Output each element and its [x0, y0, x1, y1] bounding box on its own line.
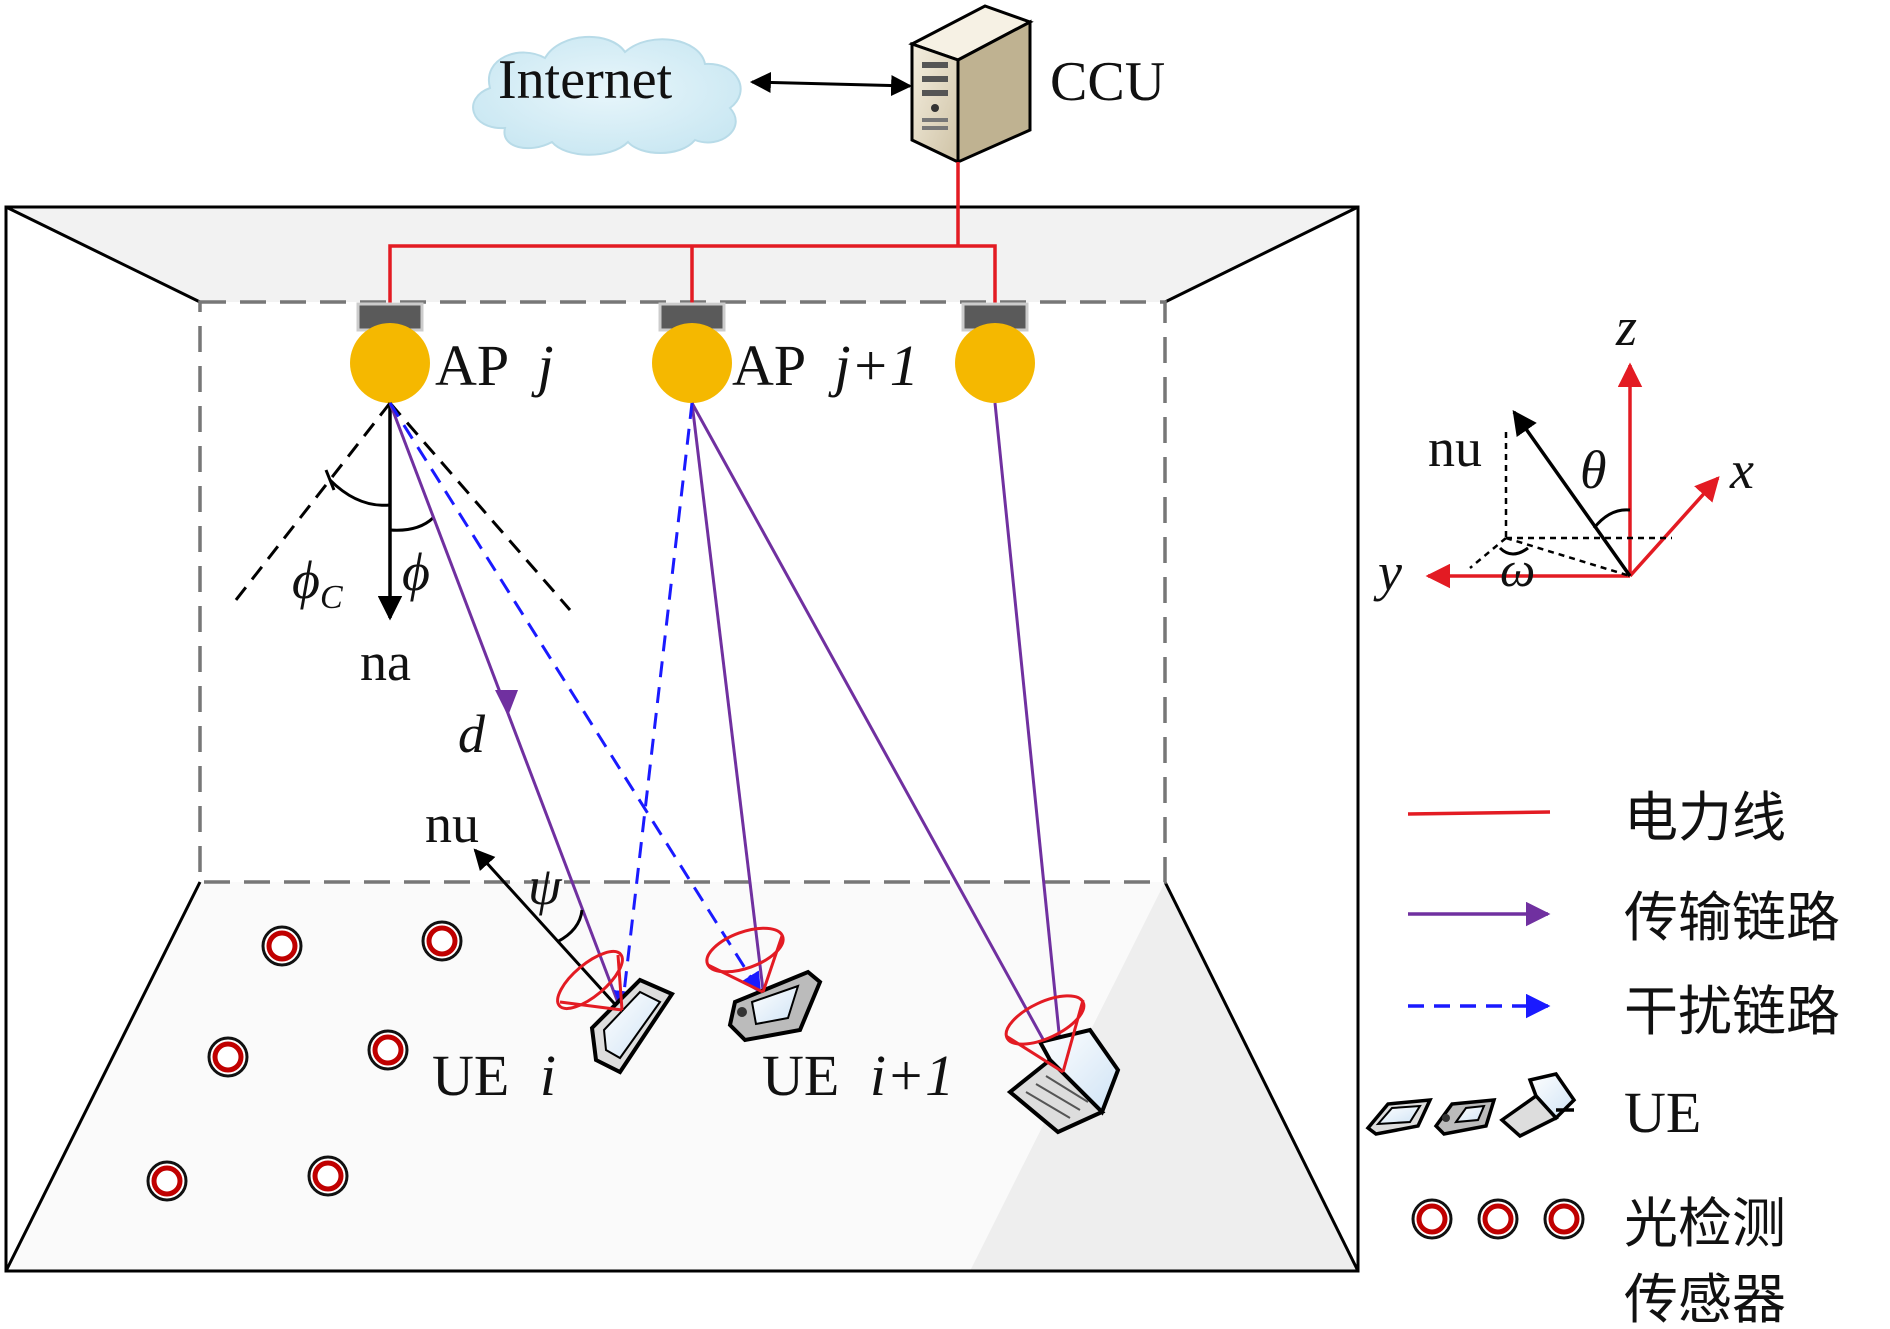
- nu-axis-label: nu: [1428, 418, 1482, 478]
- y-axis-label: y: [1373, 542, 1402, 602]
- cloud-icon: Internet: [472, 35, 742, 156]
- sensor: [307, 1155, 349, 1197]
- coordinate-system: [1425, 362, 1720, 589]
- ue-i-label-text: UE: [432, 1043, 509, 1108]
- ue-i-label-var: i: [540, 1043, 556, 1108]
- phi-c-symbol: ϕ: [292, 550, 320, 610]
- ap-j-plus-1: [652, 302, 732, 403]
- legend-sensor-line2: 传感器: [1624, 1268, 1786, 1329]
- sensor: [421, 920, 463, 962]
- interference-links: [388, 402, 762, 1013]
- legend-sensor-icons: [1411, 1198, 1585, 1240]
- phone-icon: [727, 969, 823, 1043]
- legend-interference-link: 干扰链路: [1624, 980, 1840, 1043]
- ue-i1-label-text: UE: [762, 1043, 839, 1108]
- tablet-icon: [589, 977, 675, 1075]
- ue-i1-label-var: i+1: [870, 1043, 954, 1108]
- z-axis-label: z: [1615, 297, 1637, 357]
- room-back-wall: [198, 300, 1167, 884]
- sensor: [146, 1160, 188, 1202]
- sensor: [1477, 1198, 1519, 1240]
- nu-axis-vector: [1512, 409, 1632, 578]
- ue-i1-label: UE i+1: [762, 1043, 954, 1108]
- ap-j-fov: [230, 402, 572, 621]
- legend-sensor-line1: 光检测: [1624, 1192, 1786, 1255]
- d-arrow-mark: [495, 690, 518, 716]
- ccu-label: CCU: [1050, 51, 1165, 113]
- d-label: d: [458, 704, 486, 764]
- link-apj1-ue2: [690, 402, 765, 991]
- sensor: [367, 1029, 409, 1071]
- power-lines: [388, 162, 997, 305]
- sensor: [261, 925, 303, 967]
- server-icon: [908, 4, 1034, 165]
- ap-j-plus-2: [955, 302, 1035, 403]
- ap-j: [350, 302, 430, 403]
- phi-c-label: ϕC: [292, 550, 343, 616]
- internet-label: Internet: [498, 49, 673, 111]
- na-label: na: [360, 632, 411, 692]
- floor-shadow: [970, 882, 1358, 1271]
- legend-power-line: 电力线: [1624, 786, 1786, 849]
- x-axis: [1628, 476, 1720, 578]
- sensor: [207, 1036, 249, 1078]
- link-apj2-uei1: [993, 402, 1065, 1073]
- nu-ue-label: nu: [425, 794, 479, 854]
- sensor: [1411, 1198, 1453, 1240]
- omega-label: ω: [1500, 541, 1535, 597]
- ap-j-label-text: AP: [435, 333, 507, 398]
- ue-phone: [705, 926, 823, 1043]
- internet-ccu-link: [749, 71, 913, 97]
- phone-icon: [1433, 1098, 1497, 1136]
- ap-j1-label-text: AP: [732, 333, 804, 398]
- legend-ue: UE: [1624, 1080, 1701, 1145]
- legend-ue-icons: [1365, 1072, 1577, 1139]
- ap-j1-label-var: j+1: [828, 333, 919, 398]
- laptop-icon: [1499, 1072, 1577, 1139]
- tablet-icon: [1365, 1097, 1433, 1136]
- legend: 电力线 传输链路 干扰链路 UE: [1365, 786, 1840, 1329]
- interference-apj1-uei: [613, 402, 694, 1013]
- ue-i-label: UE i: [432, 1043, 556, 1108]
- phi-c-sub: C: [320, 579, 343, 616]
- receiver-cone-uei1: [1004, 994, 1086, 1074]
- theta-label: θ: [1580, 440, 1607, 500]
- legend-transmission-link: 传输链路: [1624, 886, 1840, 949]
- sensor: [1543, 1198, 1585, 1240]
- interference-apj-ue2: [388, 402, 762, 994]
- ue-i: [473, 848, 675, 1075]
- laptop-icon: [1006, 1027, 1121, 1135]
- psi-label: ψ: [528, 856, 563, 916]
- receiver-cone-uei: [556, 950, 624, 1012]
- ceiling: [6, 207, 1358, 302]
- ap-j1-label: AP j+1: [732, 333, 919, 398]
- light-sensors: [146, 920, 463, 1202]
- ue-i-plus-1: [1004, 994, 1121, 1135]
- phi-label: ϕ: [402, 542, 430, 602]
- legend-power-line-swatch: [1407, 810, 1551, 816]
- receiver-cone-phone: [705, 926, 785, 994]
- x-axis-label: x: [1729, 440, 1754, 500]
- link-apj1-uei1: [690, 402, 1062, 1071]
- nu-vector: [473, 848, 624, 1014]
